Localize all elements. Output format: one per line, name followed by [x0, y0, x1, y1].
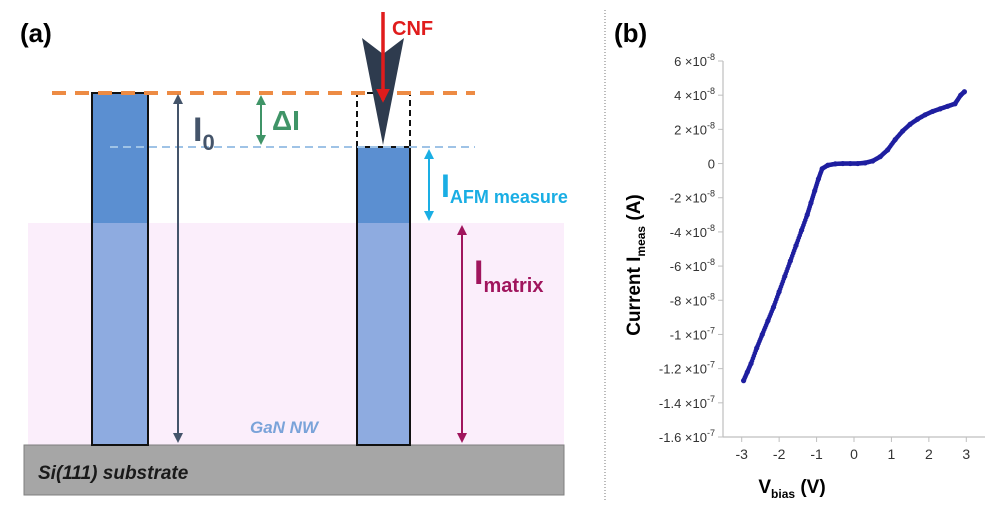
y-tick-mantissa: -6 ×10	[670, 259, 707, 274]
x-tick-label: 1	[888, 446, 896, 462]
afm-label: IAFM measure	[441, 168, 568, 207]
x-label-main: V	[758, 477, 771, 498]
y-tick-label: -6 ×10-8	[670, 257, 715, 274]
y-tick-exponent: -8	[707, 223, 715, 233]
y-tick-mantissa: -1.6 ×10	[659, 430, 707, 445]
y-tick-mantissa: -8 ×10	[670, 293, 707, 308]
afm-label-sub: AFM measure	[450, 187, 568, 207]
y-tick-label: 0	[708, 157, 715, 172]
x-axis-ticks: -3 -2 -1 0 1 2 3	[735, 437, 970, 462]
matrix-label-sub: matrix	[483, 275, 543, 297]
y-tick-mantissa: -4 ×10	[670, 225, 707, 240]
x-tick-label: 3	[962, 446, 970, 462]
x-tick-label: 0	[850, 446, 858, 462]
y-label-unit: (A)	[624, 194, 645, 226]
x-tick-label: 2	[925, 446, 933, 462]
y-tick-exponent: -8	[707, 120, 715, 130]
y-tick-label: -1 ×10-7	[670, 325, 715, 342]
y-tick-mantissa: 4 ×10	[674, 88, 707, 103]
left-wire-embedded	[92, 223, 148, 445]
substrate-label: Si(111) substrate	[38, 463, 189, 484]
l0-label-main: I	[193, 111, 202, 149]
y-tick-exponent: -7	[707, 428, 715, 438]
matrix-label: Imatrix	[474, 254, 543, 297]
y-tick-label: -8 ×10-8	[670, 291, 715, 308]
y-tick-exponent: -7	[707, 325, 715, 335]
y-axis-label: Current Imeas (A)	[624, 194, 648, 336]
y-tick-mantissa: 6 ×10	[674, 54, 707, 69]
y-tick-mantissa: -1.2 ×10	[659, 362, 707, 377]
l0-label: I0	[193, 111, 215, 155]
iv-chart: 6 ×10-84 ×10-82 ×10-80-2 ×10-8-4 ×10-8-6…	[659, 52, 985, 462]
panel-b-label: (b)	[614, 18, 647, 48]
y-tick-label: -2 ×10-8	[670, 189, 715, 206]
y-tick-exponent: -8	[707, 189, 715, 199]
data-point	[961, 89, 968, 95]
panel-a-label: (a)	[20, 18, 52, 48]
panel-a: (a) Si(111) substrate GaN NW I0 ΔI IAFM …	[20, 12, 568, 496]
afm-label-main: I	[441, 168, 450, 204]
y-tick-label: -1.4 ×10-7	[659, 394, 715, 411]
y-label-sub: meas	[634, 226, 648, 257]
y-tick-exponent: -8	[707, 52, 715, 62]
right-wire-exposed	[357, 147, 410, 223]
x-axis-label: Vbias (V)	[758, 477, 825, 501]
y-axis-ticks: 6 ×10-84 ×10-82 ×10-80-2 ×10-8-4 ×10-8-6…	[659, 52, 723, 445]
y-tick-label: -1.6 ×10-7	[659, 428, 715, 445]
delta-label: ΔI	[272, 105, 300, 136]
left-wire-outline	[91, 92, 149, 446]
y-tick-exponent: -8	[707, 86, 715, 96]
y-tick-mantissa: -1 ×10	[670, 327, 707, 342]
matrix-label-main: I	[474, 254, 483, 292]
right-wire-embedded	[357, 223, 410, 445]
y-tick-mantissa: 2 ×10	[674, 122, 707, 137]
left-wire-exposed	[92, 93, 148, 223]
panel-b: (b) 6 ×10-84 ×10-82 ×10-80-2 ×10-8-4 ×10…	[614, 18, 985, 501]
x-label-sub: bias	[771, 487, 795, 501]
y-tick-exponent: -7	[707, 394, 715, 404]
y-tick-label: 2 ×10-8	[674, 120, 715, 137]
y-tick-mantissa: -2 ×10	[670, 191, 707, 206]
y-tick-mantissa: -1.4 ×10	[659, 396, 707, 411]
y-tick-label: 6 ×10-8	[674, 52, 715, 69]
x-tick-label: -3	[735, 446, 748, 462]
y-tick-exponent: -7	[707, 360, 715, 370]
y-tick-label: -1.2 ×10-7	[659, 360, 715, 377]
x-tick-label: -1	[810, 446, 823, 462]
y-tick-exponent: -8	[707, 257, 715, 267]
y-tick-label: 4 ×10-8	[674, 86, 715, 103]
y-label-main: Current I	[624, 257, 645, 336]
x-label-unit: (V)	[795, 477, 826, 498]
l0-label-sub: 0	[202, 130, 214, 155]
gan-nw-label: GaN NW	[250, 418, 320, 437]
y-tick-label: -4 ×10-8	[670, 223, 715, 240]
substrate	[23, 444, 565, 496]
y-tick-exponent: -8	[707, 291, 715, 301]
x-tick-label: -2	[773, 446, 786, 462]
cnf-label: CNF	[392, 18, 433, 40]
data-points	[740, 89, 968, 384]
